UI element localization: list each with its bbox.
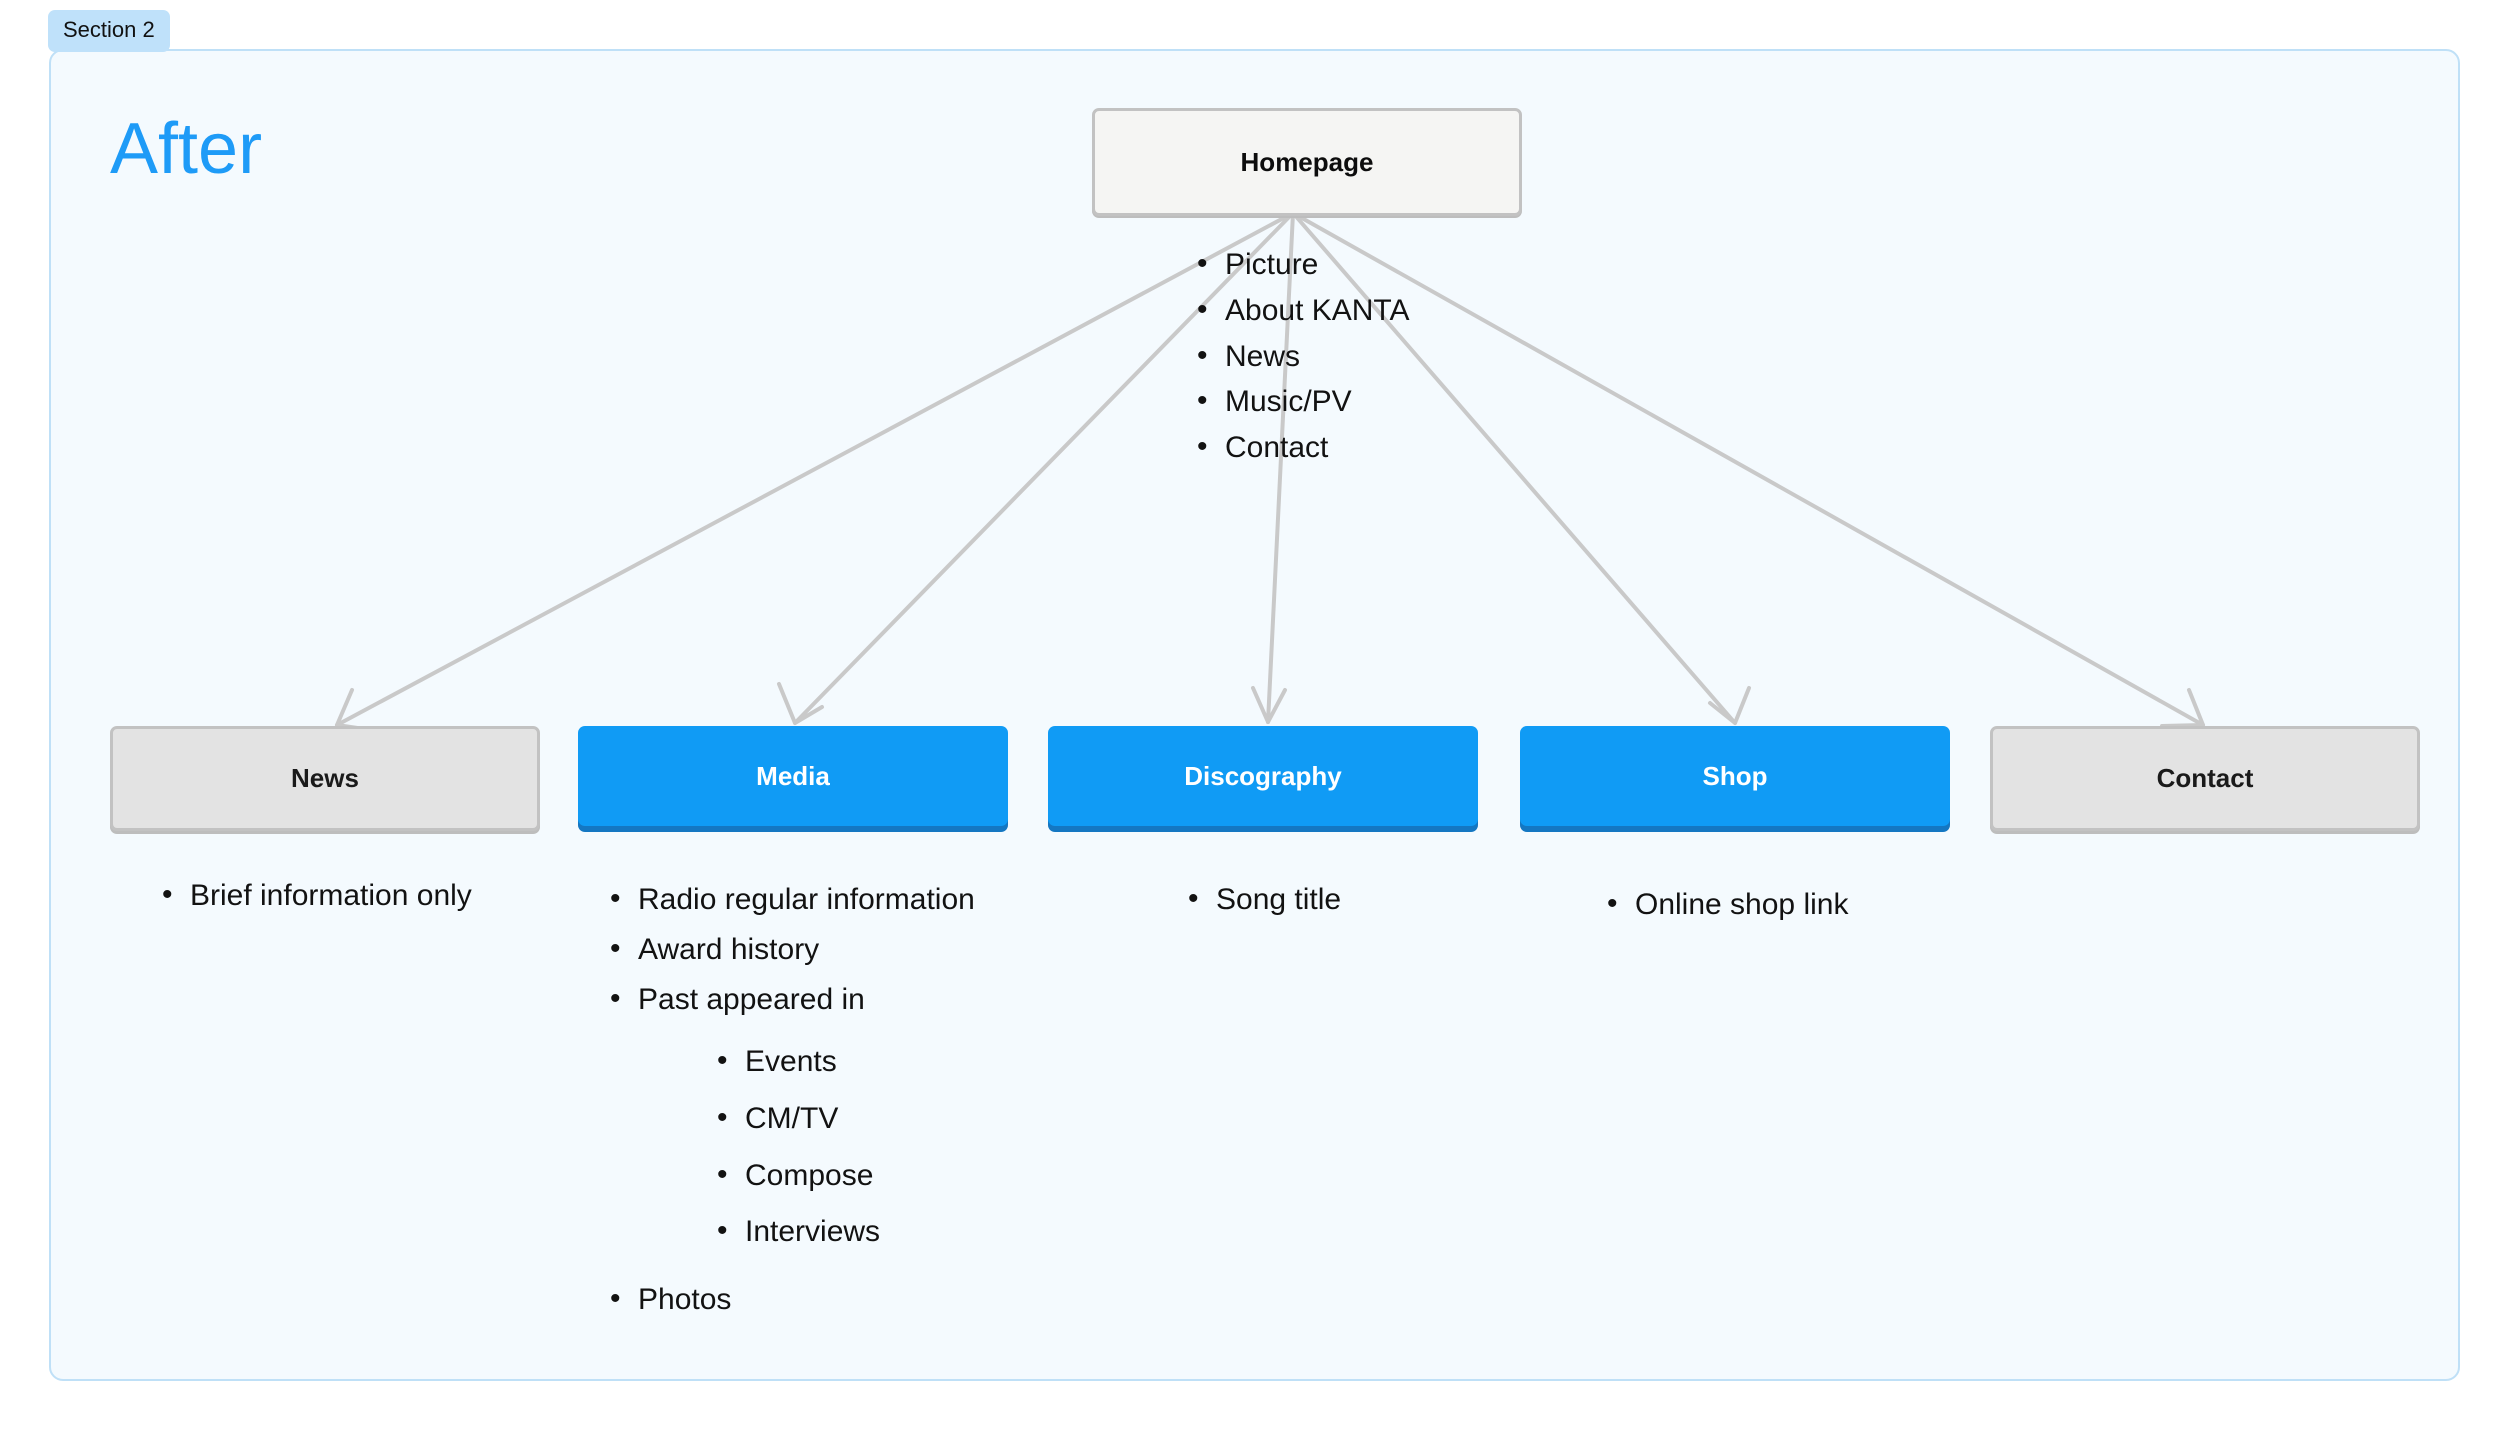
media-bullet-list-tail: Photos	[608, 1282, 731, 1333]
list-item: Song title	[1186, 882, 1341, 918]
list-item: Contact	[1195, 430, 1410, 466]
list-item: Picture	[1195, 247, 1410, 283]
page-title: After	[110, 109, 263, 189]
node-discography[interactable]: Discography	[1048, 726, 1478, 826]
node-contact-label: Contact	[2156, 763, 2254, 793]
node-media[interactable]: Media	[578, 726, 1008, 826]
list-item: Radio regular information	[608, 882, 975, 918]
node-media-label: Media	[756, 760, 830, 791]
list-item: Brief information only	[160, 878, 472, 914]
node-homepage[interactable]: Homepage	[1092, 108, 1522, 216]
media-sub-bullet-list: Events CM/TV Compose Interviews	[715, 1044, 880, 1272]
node-news-label: News	[291, 763, 359, 793]
list-item: Award history	[608, 932, 975, 968]
list-item: Past appeared in	[608, 982, 975, 1018]
node-homepage-label: Homepage	[1240, 146, 1374, 177]
discography-bullet-list: Song title	[1186, 882, 1341, 933]
list-item: Events	[715, 1044, 880, 1080]
node-news[interactable]: News	[110, 726, 540, 831]
list-item: Compose	[715, 1158, 880, 1194]
shop-bullet-list: Online shop link	[1605, 887, 1848, 938]
list-item: Music/PV	[1195, 384, 1410, 420]
list-item: CM/TV	[715, 1101, 880, 1137]
section-badge: Section 2	[48, 10, 170, 52]
news-bullet-list: Brief information only	[160, 878, 472, 929]
node-discography-label: Discography	[1184, 760, 1342, 791]
list-item: News	[1195, 339, 1410, 375]
list-item: Interviews	[715, 1214, 880, 1250]
node-shop[interactable]: Shop	[1520, 726, 1950, 826]
node-shop-label: Shop	[1702, 760, 1768, 791]
homepage-bullet-list: Picture About KANTA News Music/PV Contac…	[1195, 247, 1410, 477]
list-item: About KANTA	[1195, 293, 1410, 329]
list-item: Online shop link	[1605, 887, 1848, 923]
node-contact[interactable]: Contact	[1990, 726, 2420, 831]
media-bullet-list: Radio regular information Award history …	[608, 882, 975, 1032]
list-item: Photos	[608, 1282, 731, 1318]
